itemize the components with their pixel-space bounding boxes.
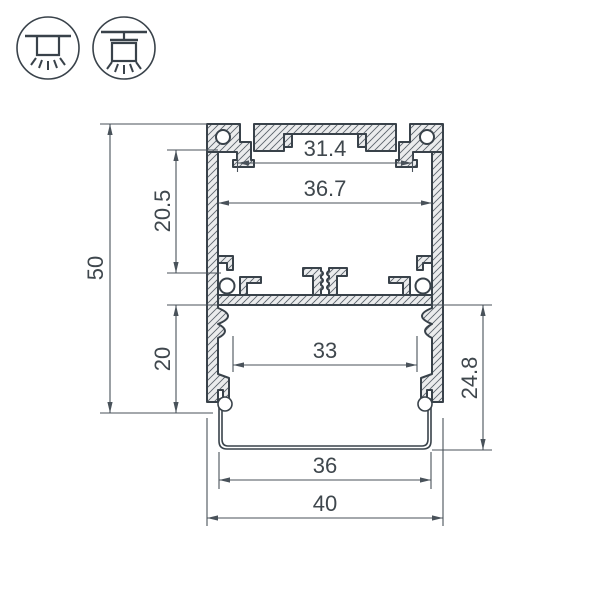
profile-box (35, 36, 61, 57)
recessed-mount-icon (16, 16, 80, 80)
light-rays (30, 57, 66, 70)
dim-bottom-inner-width: 33 (313, 338, 337, 363)
top-plate-lip-left (283, 133, 293, 148)
diffuser-hook-left (217, 396, 233, 412)
screw-prong-right (326, 267, 348, 296)
dim-diffuser-width: 36 (313, 453, 337, 478)
shelf-hook-left (239, 276, 262, 296)
profile-box (110, 41, 138, 63)
screw-port-mid-left (218, 277, 236, 295)
shelf-hook-right (388, 276, 411, 296)
dim-top-inner-width: 36.7 (304, 176, 347, 201)
wall-hook-left (217, 255, 234, 271)
dim-overall-width: 40 (313, 491, 337, 516)
screw-port-top-left (215, 129, 231, 145)
dim-upper-cavity-height: 20.5 (150, 190, 175, 233)
dim-diffuser-drop-height: 24.8 (457, 357, 482, 400)
dim-overall-height: 50 (83, 256, 108, 280)
dim-top-slot-width: 31.4 (304, 136, 347, 161)
top-plate-lip-right (357, 133, 367, 148)
dimension-lines: 31.4 36.7 50 20.5 20 33 (83, 123, 492, 526)
dim-lower-cavity-height: 20 (150, 347, 175, 371)
screw-port-mid-right (414, 277, 432, 295)
wall-hook-right (416, 255, 433, 271)
screw-port-top-right (419, 129, 435, 145)
diffuser (218, 398, 432, 450)
light-rays (106, 61, 142, 74)
middle-shelf (217, 294, 433, 306)
diffuser-hook-right (417, 396, 433, 412)
profile-section (206, 123, 444, 450)
screw-prong-left (302, 267, 324, 296)
pendant-mount-icon (92, 16, 156, 80)
